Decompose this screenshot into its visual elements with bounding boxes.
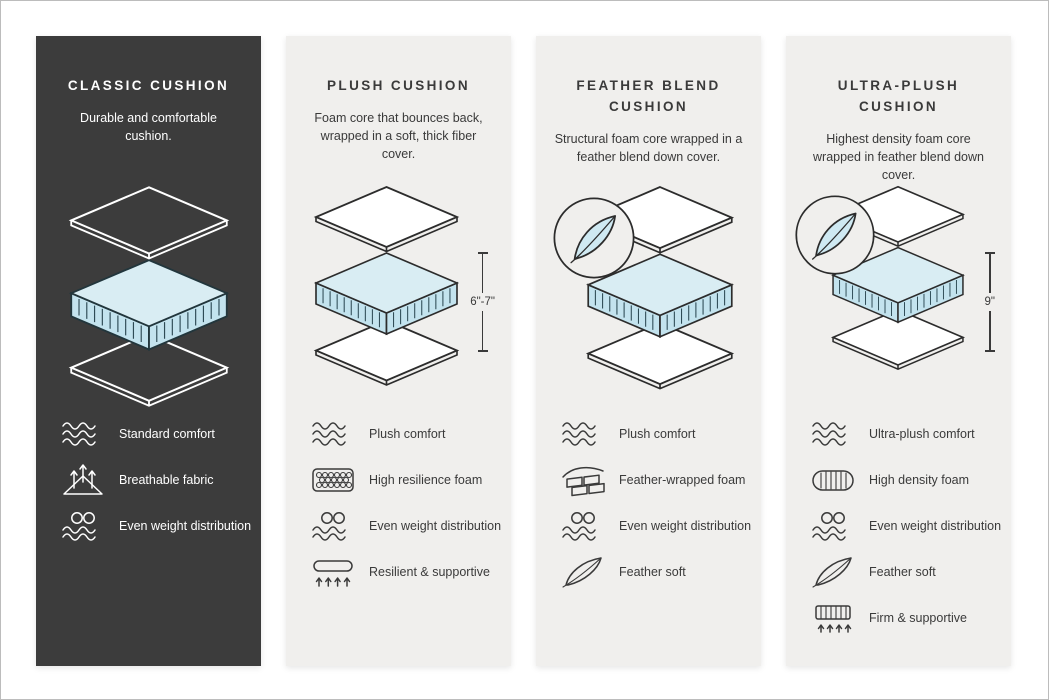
feature-label: Even weight distribution — [369, 518, 502, 533]
card-description: Highest density foam core wrapped in fea… — [813, 131, 984, 183]
card-ultra-plush-cushion: ULTRA-PLUSH CUSHION Highest density foam… — [786, 36, 1011, 666]
feature-row: Breathable fabric — [60, 460, 252, 500]
measure-bottom-cap — [477, 350, 488, 352]
feature-row: Standard comfort — [60, 414, 252, 454]
feature-row: Feather soft — [810, 552, 1002, 592]
measure-bottom-cap — [984, 350, 995, 352]
cushion-layers-illustration — [68, 186, 229, 407]
waves-icon — [60, 417, 106, 451]
card-description: Foam core that bounces back, wrapped in … — [314, 110, 483, 162]
feature-row: Plush comfort — [560, 414, 752, 454]
feature-label: Resilient & supportive — [369, 564, 490, 579]
cushion-diagram — [536, 184, 761, 409]
springs-icon — [310, 555, 356, 589]
measure-value: 9" — [984, 296, 995, 308]
cushion-layers-illustration — [585, 186, 735, 390]
feature-row: Feather-wrapped foam — [560, 460, 752, 500]
feature-label: Plush comfort — [619, 426, 696, 441]
height-measurement: 6"-7" — [470, 252, 495, 352]
cushion-layers-illustration — [313, 186, 460, 386]
firm-icon — [810, 601, 856, 635]
card-classic-cushion: CLASSIC CUSHION Durable and comfortable … — [36, 36, 261, 666]
card-title: CLASSIC CUSHION — [67, 78, 230, 93]
feature-label: High resilience foam — [369, 472, 483, 487]
measure-line — [989, 311, 991, 350]
card-title: PLUSH CUSHION — [327, 78, 470, 93]
feature-label: High density foam — [869, 472, 970, 487]
even-weight-icon — [310, 509, 356, 543]
feature-label: Feather-wrapped foam — [619, 472, 746, 487]
feature-row: Ultra-plush comfort — [810, 414, 1002, 454]
card-header: FEATHER BLEND CUSHION Structural foam co… — [549, 76, 748, 166]
height-measurement: 9" — [985, 252, 995, 352]
feather-foam-icon — [560, 463, 606, 497]
measure-top-cap — [984, 252, 995, 254]
feature-list: Plush comfort Feather-wrapped foam — [560, 414, 752, 592]
card-header: PLUSH CUSHION Foam core that bounces bac… — [299, 76, 498, 163]
measure-line — [481, 311, 484, 350]
feature-label: Feather soft — [619, 564, 686, 579]
feature-list: Plush comfort High resilience foam — [310, 414, 502, 592]
cushion-diagram — [36, 184, 261, 409]
foam-bubbles-icon — [310, 463, 356, 497]
waves-icon — [310, 417, 356, 451]
card-title: FEATHER BLEND CUSHION — [576, 78, 721, 114]
feature-row: Even weight distribution — [810, 506, 1002, 546]
feather-icon — [810, 555, 856, 589]
feature-label: Plush comfort — [369, 426, 446, 441]
card-header: CLASSIC CUSHION Durable and comfortable … — [49, 76, 248, 145]
feature-label: Breathable fabric — [119, 472, 214, 487]
waves-icon — [560, 417, 606, 451]
breathable-icon — [60, 463, 106, 497]
measure-line — [481, 254, 484, 293]
feather-badge-icon — [553, 197, 635, 279]
feature-label: Firm & supportive — [869, 610, 967, 625]
feature-row: Feather soft — [560, 552, 752, 592]
card-description: Structural foam core wrapped in a feathe… — [554, 131, 743, 164]
density-foam-icon — [810, 463, 856, 497]
feather-badge-icon — [795, 195, 875, 275]
feature-label: Standard comfort — [119, 426, 215, 441]
feature-row: High density foam — [810, 460, 1002, 500]
feature-label: Feather soft — [869, 564, 936, 579]
cushion-diagram: 6"-7" — [286, 184, 511, 409]
feature-row: Even weight distribution — [310, 506, 502, 546]
cushion-layers-illustration — [830, 185, 966, 370]
feature-row: Resilient & supportive — [310, 552, 502, 592]
feather-icon — [560, 555, 606, 589]
even-weight-icon — [60, 509, 106, 543]
card-feather-blend-cushion: FEATHER BLEND CUSHION Structural foam co… — [536, 36, 761, 666]
card-header: ULTRA-PLUSH CUSHION Highest density foam… — [799, 76, 998, 184]
card-title: ULTRA-PLUSH CUSHION — [837, 78, 960, 114]
feature-label: Ultra-plush comfort — [869, 426, 975, 441]
feature-row: Even weight distribution — [560, 506, 752, 546]
feature-list: Standard comfort Breathable fabric Even … — [60, 414, 252, 546]
measure-line — [989, 254, 991, 293]
feature-label: Even weight distribution — [619, 518, 752, 533]
cushion-diagram: 9" — [786, 184, 1011, 409]
card-plush-cushion: PLUSH CUSHION Foam core that bounces bac… — [286, 36, 511, 666]
even-weight-icon — [560, 509, 606, 543]
waves-icon — [810, 417, 856, 451]
feature-label: Even weight distribution — [119, 518, 252, 533]
feature-label: Even weight distribution — [869, 518, 1002, 533]
feature-row: High resilience foam — [310, 460, 502, 500]
feature-row: Even weight distribution — [60, 506, 252, 546]
even-weight-icon — [810, 509, 856, 543]
measure-top-cap — [477, 252, 488, 254]
feature-row: Plush comfort — [310, 414, 502, 454]
card-description: Durable and comfortable cushion. — [80, 110, 217, 144]
feature-list: Ultra-plush comfort High density foam Ev… — [810, 414, 1002, 638]
measure-value: 6"-7" — [470, 296, 495, 308]
feature-row: Firm & supportive — [810, 598, 1002, 638]
